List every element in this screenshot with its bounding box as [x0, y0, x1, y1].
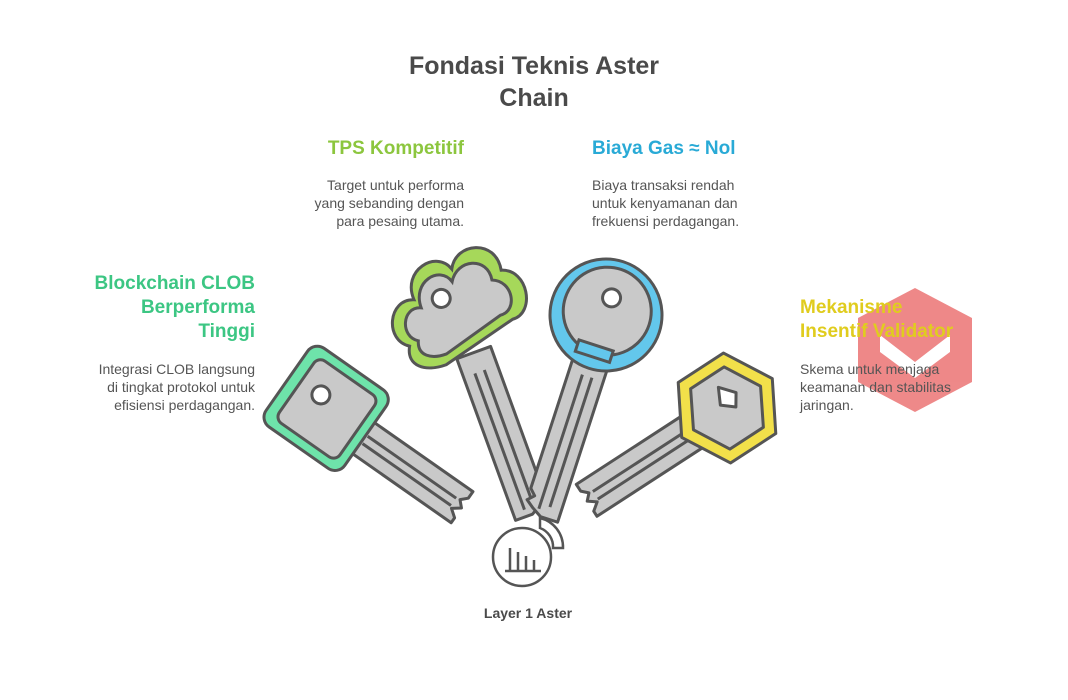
item-clob-heading-line: Blockchain CLOB [94, 273, 255, 294]
item-tps-heading-text: TPS Kompetitif [327, 138, 464, 159]
item-validator-heading-line: Mekanisme [800, 297, 903, 318]
item-tps-desc-line: Target untuk performa [327, 177, 464, 193]
item-validator-heading-line: Insentif Validator [800, 321, 954, 342]
item-clob-desc-line: efisiensi perdagangan. [114, 397, 255, 413]
key-icon-green [262, 344, 475, 525]
item-gas-heading-text: Biaya Gas ≈ Nol [592, 138, 736, 159]
key-icon-lime [391, 246, 547, 522]
key-icon-yellow [574, 351, 778, 518]
item-tps-desc-line: yang sebanding dengan [314, 195, 464, 211]
item-clob-desc: Integrasi CLOB langsung di tingkat proto… [40, 360, 255, 414]
watermark-logo-icon [858, 288, 972, 412]
item-gas-desc-line: untuk kenyamanan dan [592, 195, 738, 211]
item-validator-desc-line: keamanan dan stabilitas [800, 379, 951, 395]
item-clob-desc-line: di tingkat protokol untuk [107, 379, 255, 395]
center-label: Layer 1 Aster [483, 605, 573, 621]
item-validator-desc: Skema untuk menjaga keamanan dan stabili… [800, 360, 1000, 414]
item-validator-desc-line: Skema untuk menjaga [800, 361, 940, 377]
diagram-title: Fondasi Teknis Aster Chain [384, 50, 684, 114]
item-clob-heading-line: Berperforma [140, 297, 255, 318]
item-validator-desc-line: jaringan. [800, 397, 854, 413]
item-clob-heading: Blockchain CLOB Berperforma Tinggi [55, 272, 255, 344]
item-validator-heading: Mekanisme Insentif Validator [800, 296, 1020, 344]
building-chart-icon [491, 516, 565, 588]
item-tps-desc: Target untuk performa yang sebanding den… [264, 176, 464, 230]
diagram-title-line1: Fondasi Teknis Aster [408, 52, 660, 80]
key-icon-blue [525, 257, 664, 524]
item-tps-heading: TPS Kompetitif [284, 137, 464, 161]
item-clob-heading-line: Tinggi [198, 321, 255, 342]
item-tps-desc-line: para pesaing utama. [336, 213, 464, 229]
item-gas-desc-line: frekuensi perdagangan. [592, 213, 740, 229]
item-gas-desc-line: Biaya transaksi rendah [592, 177, 735, 193]
diagram-title-line2: Chain [499, 84, 569, 112]
item-clob-desc-line: Integrasi CLOB langsung [98, 361, 255, 377]
item-gas-heading: Biaya Gas ≈ Nol [592, 137, 812, 161]
item-gas-desc: Biaya transaksi rendah untuk kenyamanan … [592, 176, 792, 230]
